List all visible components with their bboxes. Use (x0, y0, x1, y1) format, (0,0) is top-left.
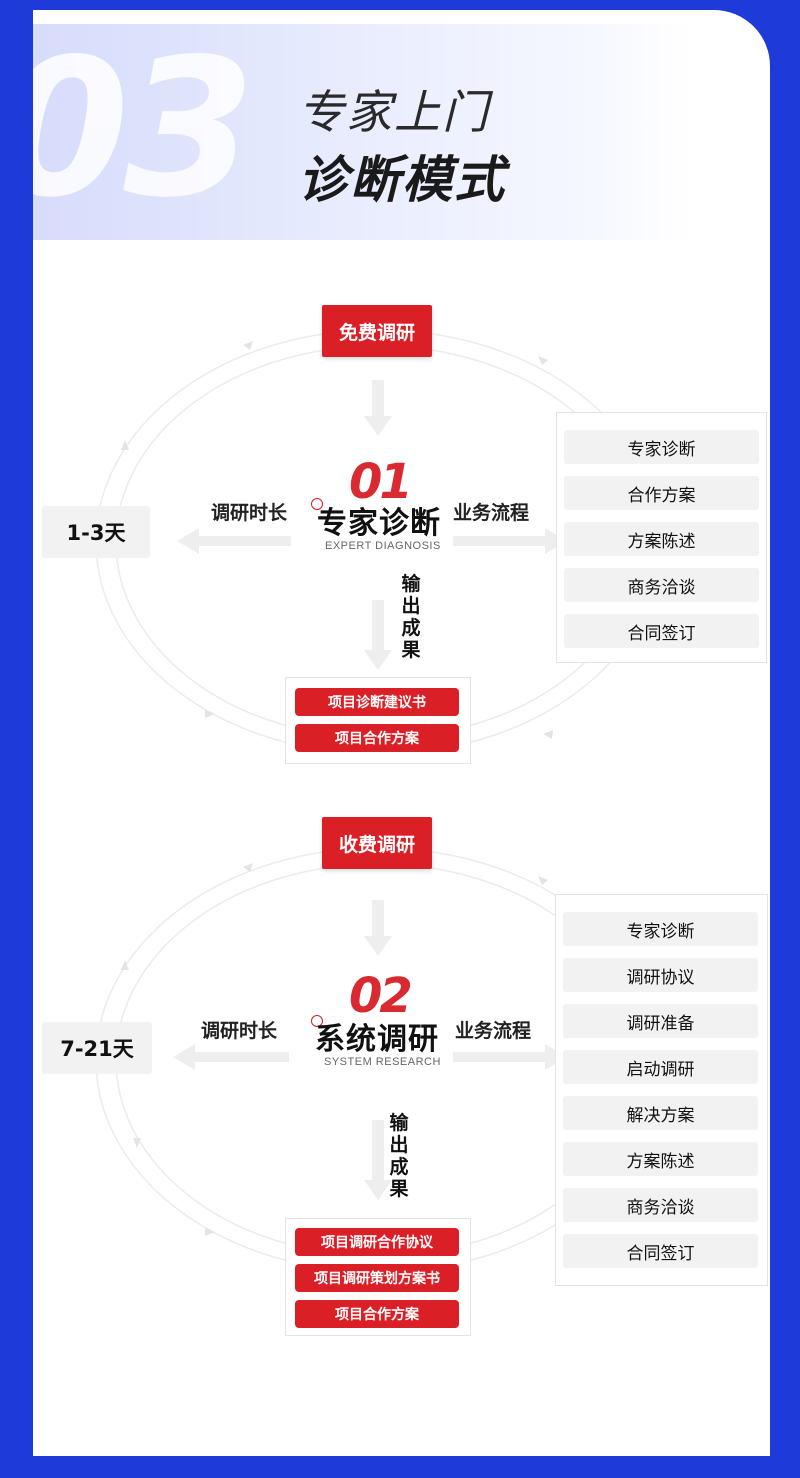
section2-number: 02 (349, 968, 413, 1024)
section1-top-tag: 免费调研 (322, 305, 432, 357)
section1-right-label: 业务流程 (453, 502, 530, 524)
header-bg-number: 03 (33, 18, 255, 239)
section2-process-step: 商务洽谈 (563, 1188, 758, 1222)
section1-process-step: 合作方案 (564, 476, 759, 510)
section2-output-item: 项目调研合作协议 (295, 1228, 459, 1256)
section2-output-label: 输出成果 (389, 1112, 409, 1200)
section2-output-item: 项目合作方案 (295, 1300, 459, 1328)
section1-left-label: 调研时长 (211, 502, 288, 524)
section2-process-step: 调研协议 (563, 958, 758, 992)
section1-red-dot (311, 498, 323, 510)
section2-process-step: 启动调研 (563, 1050, 758, 1084)
page-title-line2: 诊断模式 (298, 151, 506, 209)
section2-process-panel: 专家诊断 调研协议 调研准备 启动调研 解决方案 方案陈述 商务洽谈 合同签订 (555, 894, 768, 1286)
section2-arrows (173, 900, 567, 1200)
section1-process-panel: 专家诊断 合作方案 方案陈述 商务洽谈 合同签订 (556, 412, 767, 663)
section2-output-box: 项目调研合作协议 项目调研策划方案书 项目合作方案 (285, 1218, 471, 1336)
section2-duration: 7-21天 (42, 1022, 152, 1074)
section2-right-label: 业务流程 (455, 1020, 532, 1042)
page-title-line1: 专家上门 (298, 85, 490, 139)
section1-output-label: 输出成果 (401, 573, 421, 661)
section1-process-step: 合同签订 (564, 614, 759, 648)
section2-process-step: 解决方案 (563, 1096, 758, 1130)
section1-process-step: 专家诊断 (564, 430, 759, 464)
section1-process-step: 方案陈述 (564, 522, 759, 556)
section1-output-box: 项目诊断建议书 项目合作方案 (285, 677, 471, 764)
section1-subtitle: EXPERT DIAGNOSIS (325, 540, 441, 552)
section1-output-item: 项目诊断建议书 (295, 688, 459, 716)
section2-red-dot (311, 1015, 323, 1027)
section2-process-step: 合同签订 (563, 1234, 758, 1268)
section2-process-step: 方案陈述 (563, 1142, 758, 1176)
section1-title: 专家诊断 (317, 506, 441, 541)
section2-title: 系统调研 (315, 1022, 439, 1057)
section1-number: 01 (349, 454, 413, 510)
orbit-arrowheads (121, 341, 553, 1236)
section2-output-item: 项目调研策划方案书 (295, 1264, 459, 1292)
section1-duration: 1-3天 (42, 506, 150, 558)
section1-process-step: 商务洽谈 (564, 568, 759, 602)
header-banner: 03 (33, 24, 693, 240)
content-card: 03 专家上门 诊断模式 (33, 10, 770, 1456)
section2-top-tag: 收费调研 (322, 817, 432, 869)
section2-left-label: 调研时长 (201, 1020, 278, 1042)
section1-arrows (177, 380, 567, 670)
section2-process-step: 专家诊断 (563, 912, 758, 946)
section2-subtitle: SYSTEM RESEARCH (324, 1056, 441, 1068)
section1-output-item: 项目合作方案 (295, 724, 459, 752)
section2-process-step: 调研准备 (563, 1004, 758, 1038)
